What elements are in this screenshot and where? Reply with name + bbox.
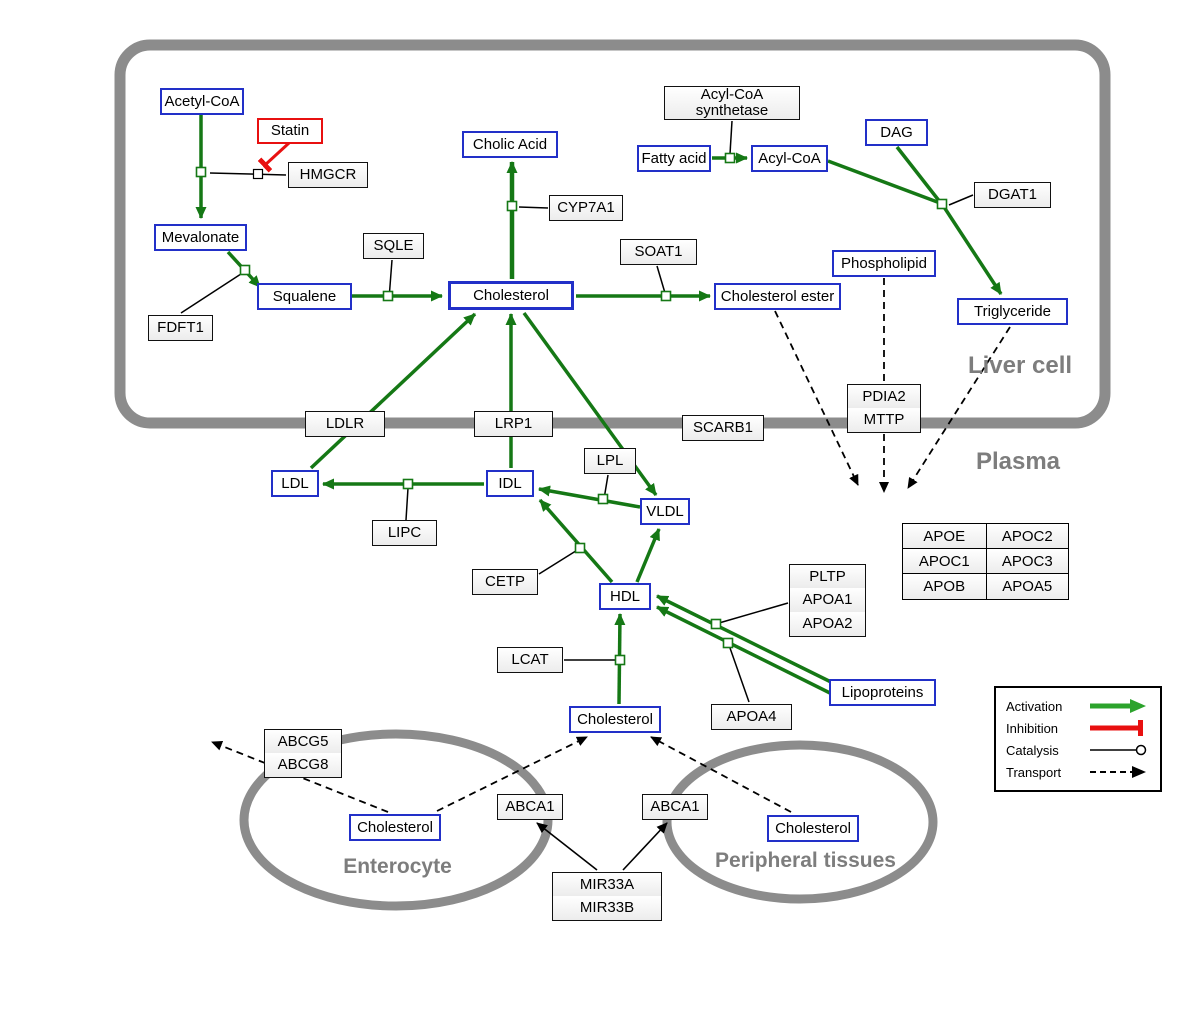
node-dgat1[interactable]: DGAT1: [974, 182, 1051, 208]
node-scarb1[interactable]: SCARB1: [682, 415, 764, 441]
node-acetyl-coa[interactable]: Acetyl-CoA: [160, 88, 244, 115]
table-cell-apoc2[interactable]: APOC2: [985, 524, 1068, 549]
node-soat1[interactable]: SOAT1: [620, 239, 697, 265]
legend-inhibition-row: Inhibition: [1006, 717, 1150, 739]
node-mir33b[interactable]: MIR33B: [552, 896, 662, 921]
enterocyte-label: Enterocyte: [343, 855, 452, 878]
node-dag[interactable]: DAG: [865, 119, 928, 146]
node-pdia2[interactable]: PDIA2: [847, 384, 921, 409]
node-fatty-acid[interactable]: Fatty acid: [637, 145, 711, 172]
legend-transport-row: Transport: [1006, 761, 1150, 783]
node-fdft1[interactable]: FDFT1: [148, 315, 213, 341]
node-apoa2[interactable]: APOA2: [789, 612, 866, 637]
node-abca1-left[interactable]: ABCA1: [497, 794, 563, 820]
node-cholesterol-ester[interactable]: Cholesterol ester: [714, 283, 841, 310]
catalysis-anchor-square: [252, 168, 264, 180]
node-mir33a[interactable]: MIR33A: [552, 872, 662, 897]
node-sqle[interactable]: SQLE: [363, 233, 424, 259]
legend-activation-label: Activation: [1006, 698, 1063, 714]
liver-cell-membrane: [114, 39, 1111, 429]
node-pltp[interactable]: PLTP: [789, 564, 866, 589]
node-lpl[interactable]: LPL: [584, 448, 636, 474]
node-triglyceride[interactable]: Triglyceride: [957, 298, 1068, 325]
membranes: [114, 39, 1111, 911]
node-mttp[interactable]: MTTP: [847, 408, 921, 433]
node-cholesterol-enterocyte[interactable]: Cholesterol: [349, 814, 441, 841]
node-statin[interactable]: Statin: [257, 118, 323, 144]
peripheral-tissues-label: Peripheral tissues: [715, 849, 896, 872]
legend-activation-row: Activation: [1006, 695, 1150, 717]
activation-arrow-icon: [1090, 699, 1146, 713]
node-ldlr[interactable]: LDLR: [305, 411, 385, 437]
node-phospholipid[interactable]: Phospholipid: [832, 250, 936, 277]
node-idl[interactable]: IDL: [486, 470, 534, 497]
legend-catalysis-label: Catalysis: [1006, 742, 1059, 758]
node-lipoproteins[interactable]: Lipoproteins: [829, 679, 936, 706]
node-abca1-right[interactable]: ABCA1: [642, 794, 708, 820]
inhibition-edges: [257, 141, 291, 173]
table-cell-apoa5[interactable]: APOA5: [985, 574, 1068, 599]
table-cell-apoc1[interactable]: APOC1: [903, 549, 986, 574]
node-abcg5[interactable]: ABCG5: [264, 729, 342, 754]
reaction-node-squares: [195, 152, 948, 666]
node-mevalonate[interactable]: Mevalonate: [154, 224, 247, 251]
node-lcat[interactable]: LCAT: [497, 647, 563, 673]
regulation-edges: [536, 822, 668, 871]
catalysis-circle-icon: [1090, 744, 1147, 756]
transport-edges: [211, 278, 1011, 813]
node-hmgcr[interactable]: HMGCR: [288, 162, 368, 188]
node-cetp[interactable]: CETP: [472, 569, 538, 595]
node-acyl-coa-synthetase[interactable]: Acyl-CoA synthetase: [664, 86, 800, 120]
table-cell-apob[interactable]: APOB: [903, 574, 986, 599]
node-abcg8[interactable]: ABCG8: [264, 753, 342, 778]
node-lipc[interactable]: LIPC: [372, 520, 437, 546]
node-apoa4[interactable]: APOA4: [711, 704, 792, 730]
enterocyte-membrane: [239, 729, 553, 911]
node-cholic-acid[interactable]: Cholic Acid: [462, 131, 558, 158]
liver-cell-label: Liver cell: [967, 352, 1073, 379]
node-squalene[interactable]: Squalene: [257, 283, 352, 310]
node-vldl[interactable]: VLDL: [640, 498, 690, 525]
legend-transport-label: Transport: [1006, 764, 1062, 780]
node-cholesterol-peripheral[interactable]: Cholesterol: [767, 815, 859, 842]
node-cholesterol-plasma[interactable]: Cholesterol: [569, 706, 661, 733]
legend-inhibition-label: Inhibition: [1006, 720, 1059, 736]
peripheral-tissues-membrane: [662, 740, 938, 904]
transport-dashed-arrow-icon: [1090, 766, 1146, 778]
catalysis-edges: [180, 120, 974, 703]
plasma-label: Plasma: [975, 448, 1061, 475]
node-apoa1[interactable]: APOA1: [789, 588, 866, 613]
table-cell-apoc3[interactable]: APOC3: [985, 549, 1068, 574]
legend-catalysis-row: Catalysis: [1006, 739, 1150, 761]
node-lrp1[interactable]: LRP1: [474, 411, 553, 437]
inhibition-tbar-icon: [1090, 720, 1143, 736]
node-hdl[interactable]: HDL: [599, 583, 651, 610]
node-cholesterol-liver[interactable]: Cholesterol: [448, 281, 574, 310]
legend: Activation Inhibition Catalysis Transpor…: [994, 686, 1162, 792]
node-ldl[interactable]: LDL: [271, 470, 319, 497]
node-acyl-coa[interactable]: Acyl-CoA: [751, 145, 828, 172]
table-cell-apoe[interactable]: APOE: [903, 524, 986, 549]
apolipoprotein-table: APOE APOC2 APOC1 APOC3 APOB APOA5: [902, 523, 1069, 600]
node-cyp7a1[interactable]: CYP7A1: [549, 195, 623, 221]
